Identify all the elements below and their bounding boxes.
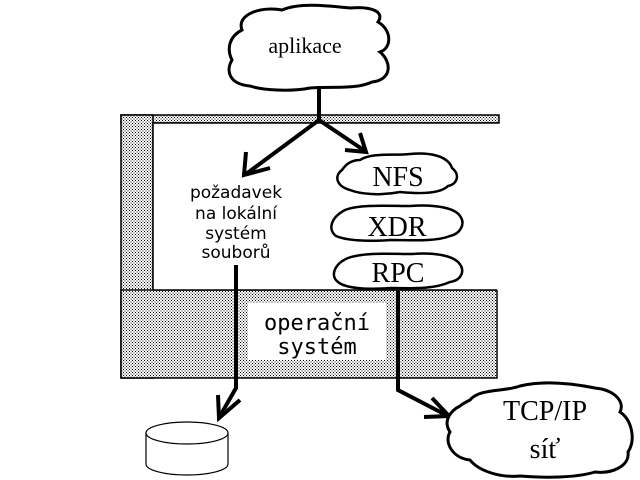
disk-icon	[145, 421, 229, 476]
rpc-network-arrow-line	[396, 290, 449, 418]
local-request-line-2: na lokální	[195, 204, 278, 224]
operating-system-label: operační systém	[248, 303, 386, 360]
xdr-label: XDR	[367, 212, 426, 243]
application-cloud: aplikace	[227, 3, 391, 92]
os-label-line-1: operační	[264, 311, 370, 336]
network-label-line-1: TCP/IP	[503, 396, 587, 427]
local-request-line-1: požadavek	[190, 183, 282, 203]
network-cloud: TCP/IP síť	[445, 381, 634, 479]
rpc-label: RPC	[372, 258, 425, 289]
nfs-cloud: NFS	[336, 152, 459, 196]
xdr-cloud: XDR	[330, 204, 464, 243]
local-disk-arrow	[216, 265, 242, 423]
local-request-label: požadavek na lokální systém souborů	[190, 183, 282, 263]
network-label-line-2: síť	[530, 434, 561, 465]
nfs-label: NFS	[372, 162, 423, 193]
local-request-line-3: systém	[205, 224, 266, 244]
app-arrow-right-head	[344, 132, 369, 155]
app-arrow-right	[317, 118, 367, 153]
app-arrow-left	[244, 118, 321, 176]
local-request-line-4: souborů	[202, 243, 271, 263]
app-arrow-left-head	[241, 151, 271, 178]
local-disk-arrow-head	[216, 394, 242, 423]
local-disk-arrow-line	[218, 265, 238, 417]
application-arrows	[241, 86, 369, 178]
rpc-cloud: RPC	[332, 252, 464, 290]
os-label-line-2: systém	[277, 335, 356, 360]
application-label: aplikace	[268, 33, 341, 58]
